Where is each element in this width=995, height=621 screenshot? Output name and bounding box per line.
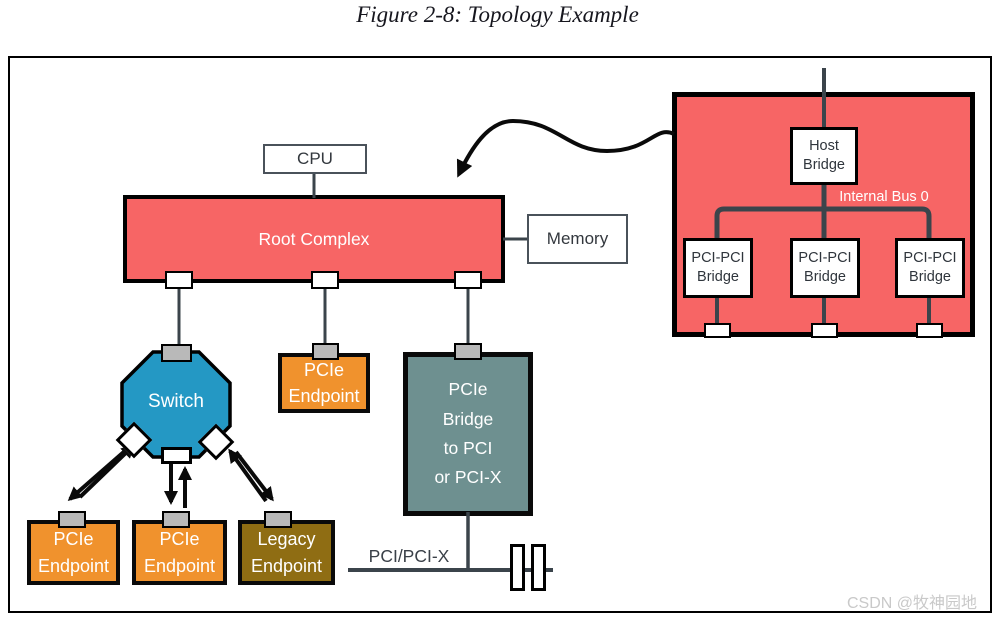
memory-label: Memory [546, 229, 609, 248]
endpoint-left-line1: PCIe [53, 529, 94, 550]
switch-upstream-port [161, 344, 192, 362]
cpu-box: CPU [263, 144, 367, 174]
root-complex-label: Root Complex [258, 228, 370, 249]
endpoint-upper-port [312, 343, 339, 360]
pci-pci-bridge1-line1: PCI-PCI [691, 250, 745, 267]
pci-slot-connector-1 [510, 544, 525, 591]
endpoint-upper-line1: PCIe [303, 359, 345, 380]
endpoint-center-line2: Endpoint [143, 555, 216, 576]
legacy-endpoint-port [264, 511, 292, 528]
detail-port-1 [704, 323, 731, 338]
pcie-bridge-port [454, 343, 482, 360]
pcie-bridge-box: PCIe Bridge to PCI or PCI-X [403, 352, 533, 516]
root-complex-box: Root Complex [123, 195, 505, 283]
bridge-line2: Bridge [442, 408, 494, 429]
endpoint-center-line1: PCIe [159, 529, 200, 550]
legacy-endpoint-line1: Legacy [257, 529, 316, 550]
internal-bus-label: Internal Bus 0 [839, 189, 929, 205]
pci-pci-bridge2-line2: Bridge [804, 269, 846, 285]
switch-label: Switch [148, 391, 204, 412]
bridge-line1: PCIe [448, 379, 488, 400]
bridge-line3: to PCI [443, 438, 493, 458]
pci-pci-bridge-box-2: PCI-PCI Bridge [790, 238, 860, 298]
root-complex-port-3 [454, 271, 482, 289]
endpoint-left-line2: Endpoint [37, 555, 110, 576]
root-complex-port-1 [165, 271, 193, 289]
cpu-label: CPU [297, 149, 333, 168]
host-bridge-box: Host Bridge [790, 127, 858, 185]
figure-title: Figure 2-8: Topology Example [356, 2, 639, 27]
endpoint-left-port [58, 511, 86, 528]
endpoint-center-port [162, 511, 190, 528]
memory-box: Memory [527, 214, 628, 264]
pcie-endpoint-upper-box: PCIe Endpoint [278, 353, 370, 413]
pci-pci-bridge3-line2: Bridge [909, 269, 951, 285]
pci-slot-connector-2 [531, 544, 546, 591]
root-complex-port-2 [311, 271, 339, 289]
pci-pci-bridge-box-1: PCI-PCI Bridge [683, 238, 753, 298]
host-bridge-line2: Bridge [803, 157, 845, 173]
pci-bus-label: PCI/PCI-X [368, 546, 450, 566]
legacy-endpoint-box: Legacy Endpoint [238, 520, 335, 585]
pcie-endpoint-left-box: PCIe Endpoint [27, 520, 120, 585]
pci-pci-bridge3-line1: PCI-PCI [903, 250, 957, 267]
pcie-endpoint-center-box: PCIe Endpoint [132, 520, 227, 585]
pci-pci-bridge-box-3: PCI-PCI Bridge [895, 238, 965, 298]
host-bridge-line1: Host [809, 138, 839, 155]
detail-port-3 [916, 323, 943, 338]
legacy-endpoint-line2: Endpoint [250, 555, 323, 576]
watermark: CSDN @牧神园地 [846, 595, 977, 612]
endpoint-upper-line2: Endpoint [288, 386, 360, 406]
pci-pci-bridge1-line2: Bridge [697, 269, 739, 285]
detail-port-2 [811, 323, 838, 338]
pci-pci-bridge2-line1: PCI-PCI [798, 250, 852, 267]
switch-downstream-port-center [161, 447, 192, 464]
bridge-line4: or PCI-X [434, 467, 502, 488]
